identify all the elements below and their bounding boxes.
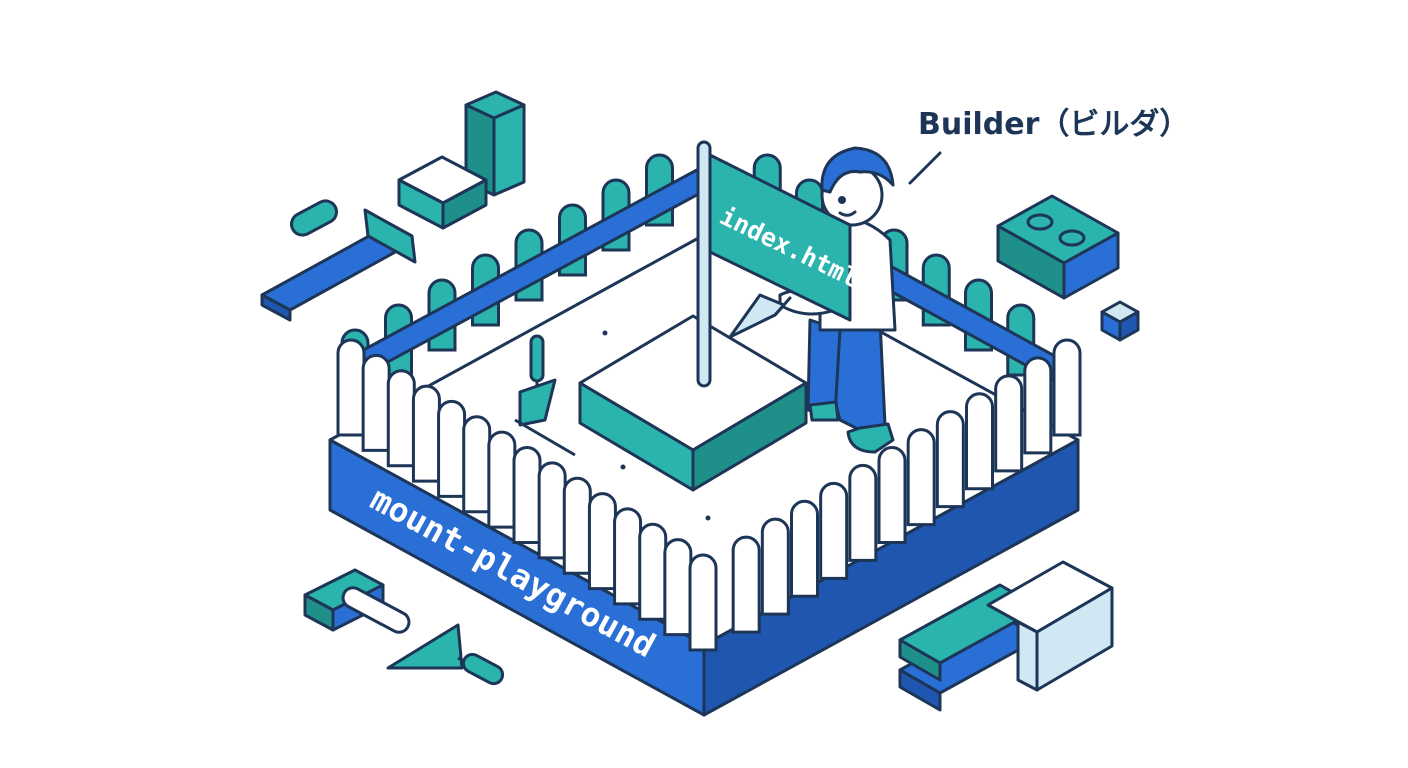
front-left-picket xyxy=(688,553,718,652)
front-left-picket xyxy=(587,492,617,591)
foundation-block xyxy=(578,314,808,492)
builder-label: Builder（ビルダ） xyxy=(918,107,1189,142)
front-fence xyxy=(336,338,1082,652)
front-left-picket xyxy=(437,399,467,498)
front-right-picket xyxy=(819,481,849,580)
front-left-picket xyxy=(613,507,643,606)
front-right-picket xyxy=(848,463,878,562)
front-right-picket xyxy=(731,535,761,634)
front-right-picket xyxy=(1052,338,1082,437)
front-left-picket xyxy=(487,430,517,529)
sand-trowel-icon xyxy=(514,334,576,457)
flag-icon xyxy=(696,140,852,388)
front-left-picket xyxy=(638,522,668,621)
front-right-picket xyxy=(790,499,819,598)
stacked-slabs-icon xyxy=(898,560,1114,712)
hammer-icon xyxy=(260,199,417,322)
front-right-picket xyxy=(994,374,1024,473)
front-left-picket xyxy=(663,538,693,637)
front-right-picket xyxy=(906,428,936,527)
front-left-picket xyxy=(537,461,567,560)
front-left-picket xyxy=(411,384,441,483)
front-right-picket xyxy=(760,517,790,616)
front-right-picket xyxy=(877,446,907,544)
front-right-picket xyxy=(965,392,994,491)
mallet-icon xyxy=(303,568,411,634)
brick-icon xyxy=(996,194,1120,300)
stacked-blocks-icon xyxy=(397,90,526,230)
front-right-picket xyxy=(935,410,965,509)
block-icon xyxy=(1100,300,1140,342)
trowel-icon xyxy=(386,623,505,686)
builder-callout-line xyxy=(908,151,942,185)
front-left-picket xyxy=(462,415,492,514)
front-right-picket xyxy=(1023,356,1053,455)
front-left-picket xyxy=(386,369,416,468)
front-left-picket xyxy=(336,338,366,437)
front-left-picket xyxy=(562,476,592,575)
front-left-picket xyxy=(512,446,542,544)
front-left-picket xyxy=(361,353,391,452)
